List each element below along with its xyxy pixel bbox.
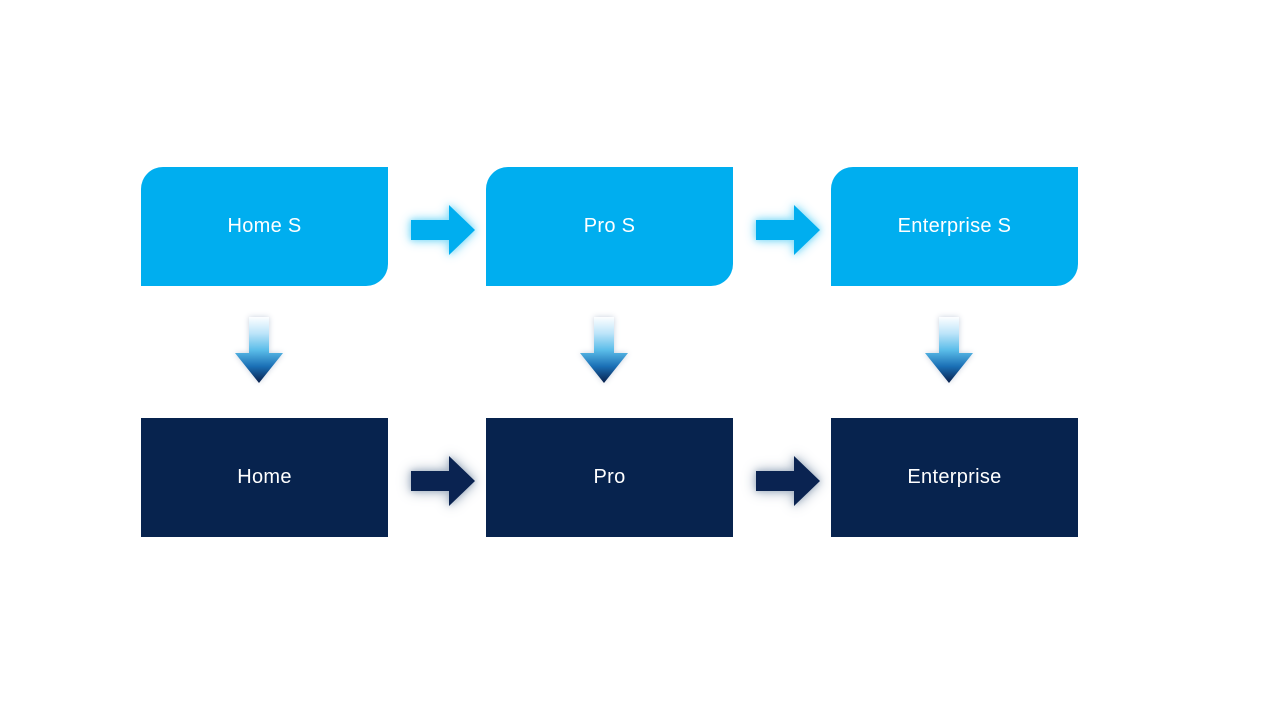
box-pro: Pro [486,418,733,537]
box-enterprise: Enterprise [831,418,1078,537]
right-arrow-icon [756,205,820,255]
box-pro-s: Pro S [486,167,733,286]
box-pro-label: Pro [593,466,626,488]
box-pro-s-label: Pro S [583,215,636,237]
down-arrow-icon [580,317,628,383]
box-enterprise-s-label: Enterprise S [897,215,1012,237]
right-arrow-icon [756,456,820,506]
box-enterprise-label: Enterprise [907,466,1002,488]
down-arrow-icon [925,317,973,383]
box-enterprise-s: Enterprise S [831,167,1078,286]
down-arrow-icon [235,317,283,383]
right-arrow-icon [411,205,475,255]
box-home: Home [141,418,388,537]
right-arrow-icon [411,456,475,506]
box-home-s: Home S [141,167,388,286]
box-home-s-label: Home S [227,215,302,237]
box-home-label: Home [237,466,292,488]
